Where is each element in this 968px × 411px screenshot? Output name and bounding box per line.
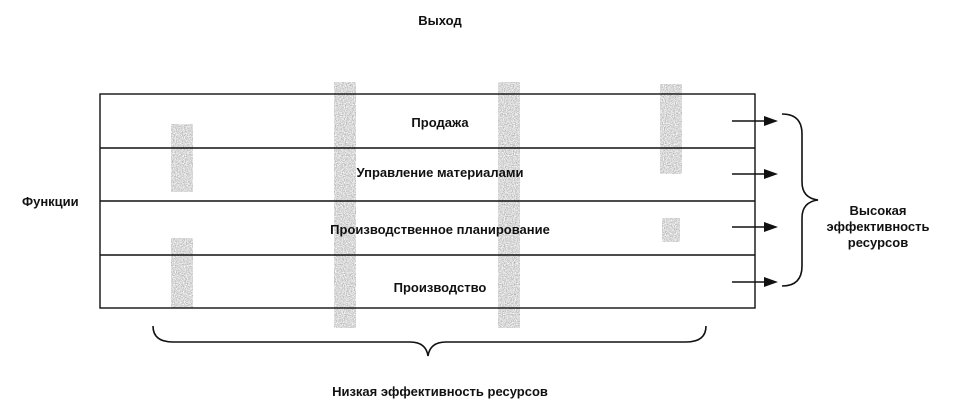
low-efficiency-label: Низкая эффективность ресурсов [332, 384, 548, 399]
process-bar-4b [662, 218, 680, 242]
functions-label: Функции [22, 194, 79, 209]
arrow-icon [732, 169, 778, 179]
row-label-materials: Управление материалами [357, 165, 524, 180]
output-label: Выход [418, 13, 462, 28]
arrow-icon [732, 222, 778, 232]
row-label-planning: Производственное планирование [330, 222, 550, 237]
process-bar-1a [171, 124, 193, 192]
arrow-icon [732, 277, 778, 287]
arrow-icon [732, 116, 778, 126]
process-bar-4a [660, 84, 682, 174]
row-label-production: Производство [394, 280, 487, 295]
right-brace-icon [781, 113, 819, 287]
process-bar-3 [498, 82, 520, 328]
high-efficiency-label: Высокая эффективность ресурсов [826, 203, 930, 250]
function-bands [99, 93, 756, 309]
row-label-sales: Продажа [411, 115, 469, 130]
output-arrows [732, 116, 778, 287]
process-bar-2 [334, 82, 356, 328]
process-bar-1b [171, 238, 193, 308]
bottom-brace-icon [152, 325, 707, 357]
